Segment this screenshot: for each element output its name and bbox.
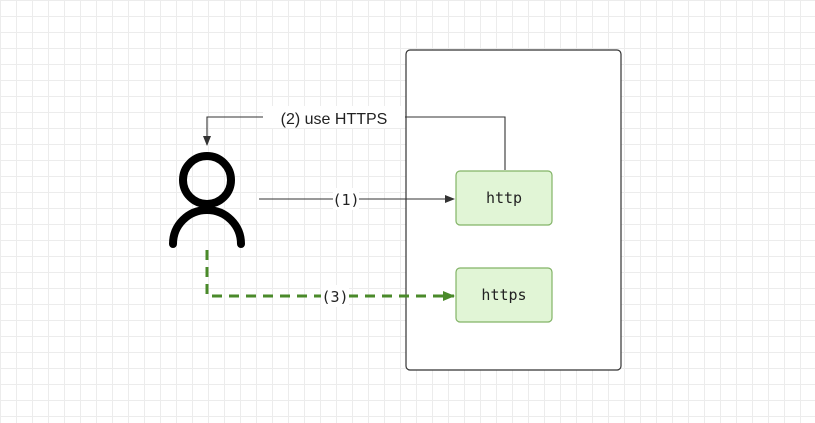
node-http-box[interactable]: [455, 170, 553, 226]
edge-redirect-label-bg: [263, 106, 405, 128]
edge-redirect-label: (2) use HTTPS: [281, 111, 388, 128]
node-https-label: https: [481, 286, 526, 304]
edge-request-secure-label-bg: [321, 285, 349, 307]
node-http[interactable]: http: [455, 170, 553, 226]
node-http-label: http: [486, 189, 522, 207]
user-icon-head: [179, 152, 235, 208]
edge-request-secure: [205, 250, 455, 301]
edge-request-plain-label-bg: [333, 188, 359, 210]
edge-request-secure-label: (3): [321, 288, 348, 306]
edge-request-plain-label: (1): [332, 191, 359, 209]
node-https-box[interactable]: [455, 267, 553, 323]
user-icon-body: [169, 206, 245, 248]
node-https[interactable]: https: [455, 267, 553, 323]
user-icon[interactable]: [169, 152, 245, 248]
